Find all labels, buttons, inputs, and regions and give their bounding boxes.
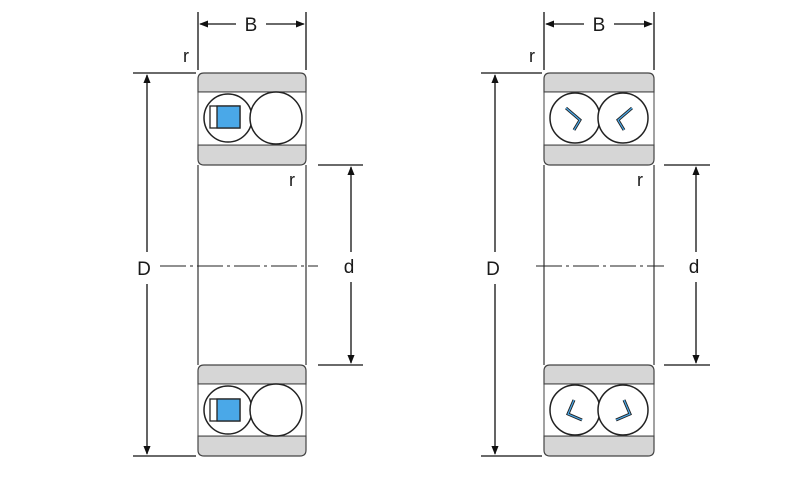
right-top-ball-left bbox=[549, 92, 601, 144]
left-bottom-section bbox=[197, 364, 307, 457]
left-bottom-outer-ring bbox=[197, 435, 307, 457]
right-width-dimension: B bbox=[543, 12, 655, 70]
right-top-inner-ring bbox=[543, 144, 655, 166]
left-width-label: B bbox=[245, 15, 258, 36]
right-radius-top-label: r bbox=[529, 46, 535, 66]
left-top-section bbox=[197, 72, 307, 166]
left-outer-diameter-label: D bbox=[137, 259, 151, 280]
left-radius-top-label: r bbox=[183, 46, 189, 66]
right-bottom-section bbox=[543, 364, 655, 457]
right-top-outer-ring bbox=[543, 72, 655, 93]
right-bore-label: d bbox=[689, 257, 700, 278]
left-bottom-cage-blue bbox=[216, 398, 241, 422]
right-bore-dimension: d bbox=[664, 164, 710, 366]
left-outer-diameter-dimension: D bbox=[133, 72, 196, 457]
right-outer-diameter-dimension: D bbox=[481, 72, 542, 457]
left-bearing: B D d r r bbox=[133, 12, 363, 457]
left-bore-dimension: d bbox=[318, 164, 363, 366]
right-bottom-ball-left bbox=[549, 384, 601, 436]
right-bottom-inner-ring bbox=[543, 364, 655, 385]
left-top-inner-ring bbox=[197, 144, 307, 166]
right-radius-inner-label: r bbox=[637, 170, 643, 190]
left-top-outer-ring bbox=[197, 72, 307, 93]
right-bearing: B D d r r bbox=[481, 12, 710, 457]
right-outer-diameter-label: D bbox=[486, 259, 500, 280]
left-top-ball-outer bbox=[249, 91, 303, 145]
left-width-dimension: B bbox=[197, 12, 307, 70]
right-bottom-outer-ring bbox=[543, 435, 655, 457]
left-top-cage-blue bbox=[216, 105, 241, 129]
right-top-ball-right bbox=[597, 92, 649, 144]
right-top-section bbox=[543, 72, 655, 166]
right-bottom-ball-right bbox=[597, 384, 649, 436]
left-radius-inner-label: r bbox=[289, 170, 295, 190]
right-width-label: B bbox=[593, 15, 606, 36]
left-bottom-ball-outer bbox=[249, 383, 303, 437]
left-bottom-inner-ring bbox=[197, 364, 307, 385]
left-bore-label: d bbox=[344, 257, 355, 278]
